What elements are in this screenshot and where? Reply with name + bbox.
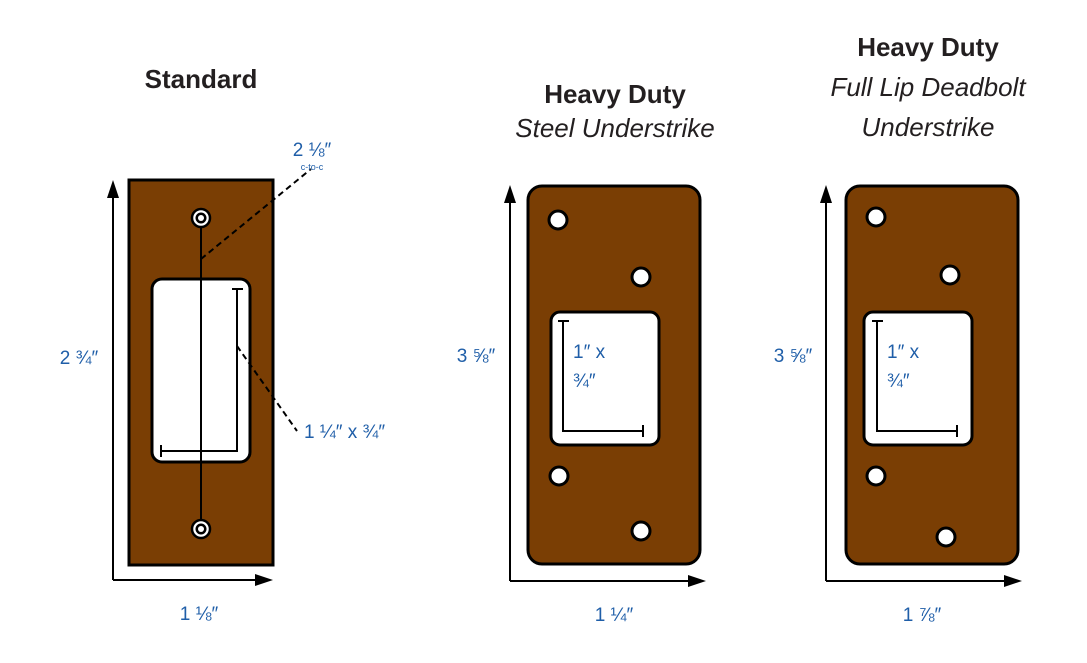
steel-opening <box>549 310 661 447</box>
steel-opening-label-line2: ¾″ <box>573 371 596 392</box>
full-lip-opening <box>862 310 974 447</box>
steel-hole-lower-right <box>630 520 652 542</box>
steel-height-label: 3 ⅝″ <box>457 346 496 367</box>
steel-opening-label-line1: 1″ x <box>573 342 606 363</box>
steel-subtitle: Steel Understrike <box>515 113 714 143</box>
standard-opening-leader <box>236 345 298 432</box>
full-lip-width-arrowhead <box>1004 575 1022 587</box>
standard-title: Standard <box>145 64 258 94</box>
steel-hole-upper-left <box>547 209 569 231</box>
standard-hole-top <box>190 207 212 229</box>
full-lip-subtitle-line2: Understrike <box>862 112 995 142</box>
full-lip-height-label: 3 ⅝″ <box>774 346 813 367</box>
standard-hole-bottom <box>190 518 212 540</box>
steel-title: Heavy Duty <box>544 79 686 109</box>
full-lip-hole-lower-right <box>935 526 957 548</box>
full-lip-strike-group: Heavy Duty Full Lip Deadbolt Understrike… <box>774 32 1028 626</box>
full-lip-hole-upper-left <box>865 206 887 228</box>
full-lip-hole-lower-left <box>865 465 887 487</box>
steel-height-arrowhead <box>504 185 516 203</box>
standard-hole-spacing-label: 2 ⅛″ <box>293 140 332 161</box>
full-lip-opening-label-line1: 1″ x <box>887 342 920 363</box>
standard-hole-spacing-leader <box>200 168 312 260</box>
steel-hole-lower-left <box>548 465 570 487</box>
standard-width-label: 1 ⅛″ <box>180 604 219 625</box>
standard-opening-label: 1 ¼″ x ¾″ <box>304 422 385 443</box>
steel-width-label: 1 ¼″ <box>595 605 634 626</box>
standard-strike-group: Standard 2 ⅛″ c-to-c 1 ¼″ x ¾″ <box>60 64 386 625</box>
standard-opening-dimension-line <box>161 289 238 452</box>
steel-width-arrowhead <box>688 575 706 587</box>
steel-strike-group: Heavy Duty Steel Understrike 1″ x ¾″ 3 ⅝… <box>457 79 715 626</box>
steel-opening-dimension-line <box>562 321 643 432</box>
standard-hole-spacing-note: c-to-c <box>301 162 324 172</box>
full-lip-opening-label-line2: ¾″ <box>887 371 910 392</box>
full-lip-subtitle-line1: Full Lip Deadbolt <box>830 72 1027 102</box>
standard-height-label: 2 ¾″ <box>60 348 99 369</box>
standard-width-arrowhead <box>255 574 273 586</box>
full-lip-width-label: 1 ⅞″ <box>903 605 942 626</box>
standard-height-arrowhead <box>107 180 119 198</box>
full-lip-opening-dimension-line <box>876 321 957 432</box>
full-lip-title: Heavy Duty <box>857 32 999 62</box>
full-lip-height-arrowhead <box>820 185 832 203</box>
steel-hole-upper-right <box>630 266 652 288</box>
full-lip-hole-upper-right <box>939 264 961 286</box>
